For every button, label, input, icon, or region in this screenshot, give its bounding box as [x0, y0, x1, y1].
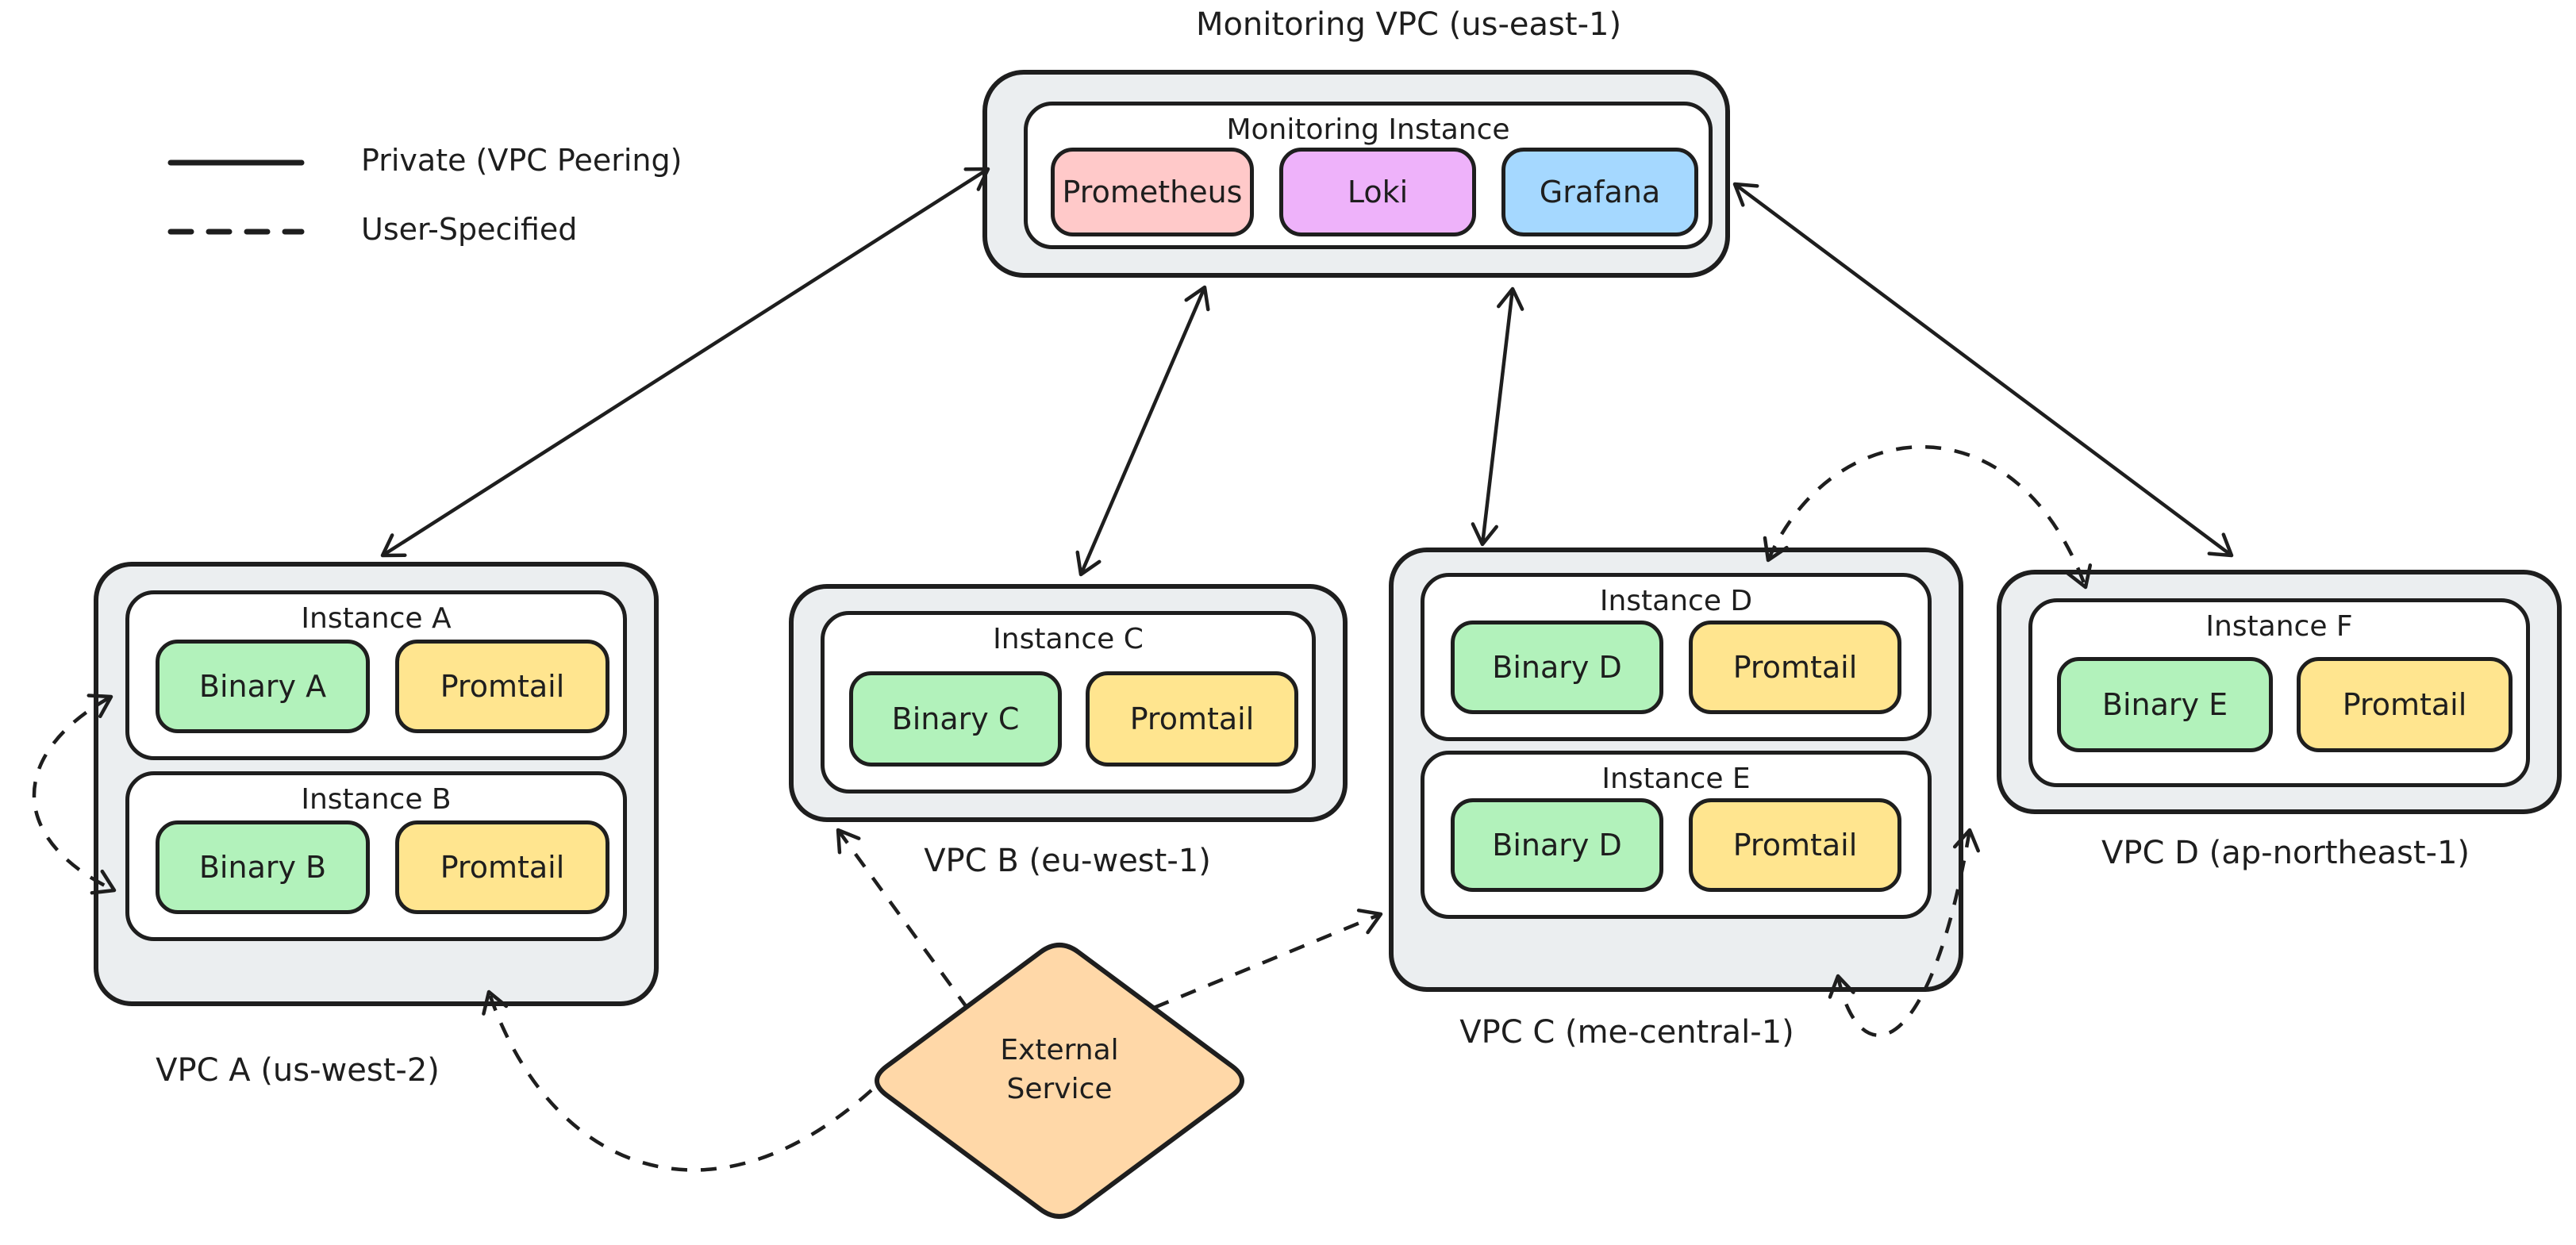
instance-a-title: Instance A [301, 602, 452, 635]
monitoring-vpc-title: Monitoring VPC (us-east-1) [1195, 6, 1622, 43]
component-binary-b: Binary B [156, 820, 370, 914]
vpc-a-label: VPC A (us-west-2) [156, 1052, 440, 1089]
instance-b-title: Instance B [301, 783, 452, 816]
component-binary-c-label: Binary C [891, 701, 1020, 736]
instance-d-title: Instance D [1599, 585, 1753, 617]
component-promtail-c: Promtail [1086, 671, 1298, 767]
vpc-b-label: VPC B (eu-west-1) [924, 843, 1211, 879]
external-service-label: External Service [940, 1032, 1178, 1109]
component-binary-e: Binary E [2057, 657, 2273, 752]
vpc-d-label: VPC D (ap-northeast-1) [2101, 835, 2470, 871]
component-prometheus-label: Prometheus [1062, 175, 1243, 209]
instance-c-title: Instance C [993, 623, 1144, 655]
component-promtail-d: Promtail [1689, 621, 1901, 714]
component-promtail-a-label: Promtail [440, 669, 565, 704]
component-binary-e-label: Binary E [2101, 687, 2228, 722]
edge-monitoring-vpcd [1732, 182, 2234, 558]
edge-monitoring-vpca [380, 167, 990, 558]
component-binary-b-label: Binary B [198, 850, 327, 885]
component-loki-label: Loki [1347, 175, 1409, 209]
component-binary-e-instance-e: Binary D [1451, 798, 1663, 892]
component-promtail-a: Promtail [395, 640, 609, 733]
edge-monitoring-vpcc [1471, 286, 1524, 547]
instance-f-title: Instance F [2205, 610, 2353, 643]
component-promtail-b: Promtail [395, 820, 609, 914]
component-grafana-label: Grafana [1539, 175, 1661, 209]
component-promtail-c-label: Promtail [1129, 701, 1255, 736]
vpc-c-label: VPC C (me-central-1) [1459, 1014, 1794, 1051]
instance-e-title: Instance E [1601, 763, 1751, 795]
external-service-diamond [875, 943, 1244, 1219]
component-promtail-f-label: Promtail [2342, 687, 2467, 722]
external-service-label-line2: Service [1006, 1072, 1113, 1105]
external-service-label-line1: External [1000, 1034, 1119, 1066]
component-binary-d-label: Binary D [1492, 650, 1622, 685]
component-promtail-b-label: Promtail [440, 850, 565, 885]
component-binary-c: Binary C [849, 671, 1062, 767]
edge-external-vpcc [1153, 909, 1383, 1010]
component-promtail-f: Promtail [2297, 657, 2513, 752]
edge-external-vpca [482, 989, 873, 1172]
component-prometheus: Prometheus [1051, 148, 1254, 236]
edge-external-vpcb [836, 828, 970, 1011]
edge-vpcc-vpcd-bottom [1828, 828, 1980, 1037]
component-grafana: Grafana [1501, 148, 1698, 236]
component-binary-e-instance-e-label: Binary D [1492, 828, 1622, 863]
component-binary-a: Binary A [156, 640, 370, 733]
edge-monitoring-vpcb [1075, 285, 1210, 577]
component-binary-a-label: Binary A [198, 669, 327, 704]
component-promtail-d-label: Promtail [1732, 650, 1858, 685]
component-loki: Loki [1279, 148, 1476, 236]
edge-vpcc-vpcd-top [1763, 445, 2093, 590]
component-binary-d: Binary D [1451, 621, 1663, 714]
edge-instancea-instanceb [32, 694, 117, 895]
monitoring-instance-title: Monitoring Instance [1226, 113, 1510, 146]
